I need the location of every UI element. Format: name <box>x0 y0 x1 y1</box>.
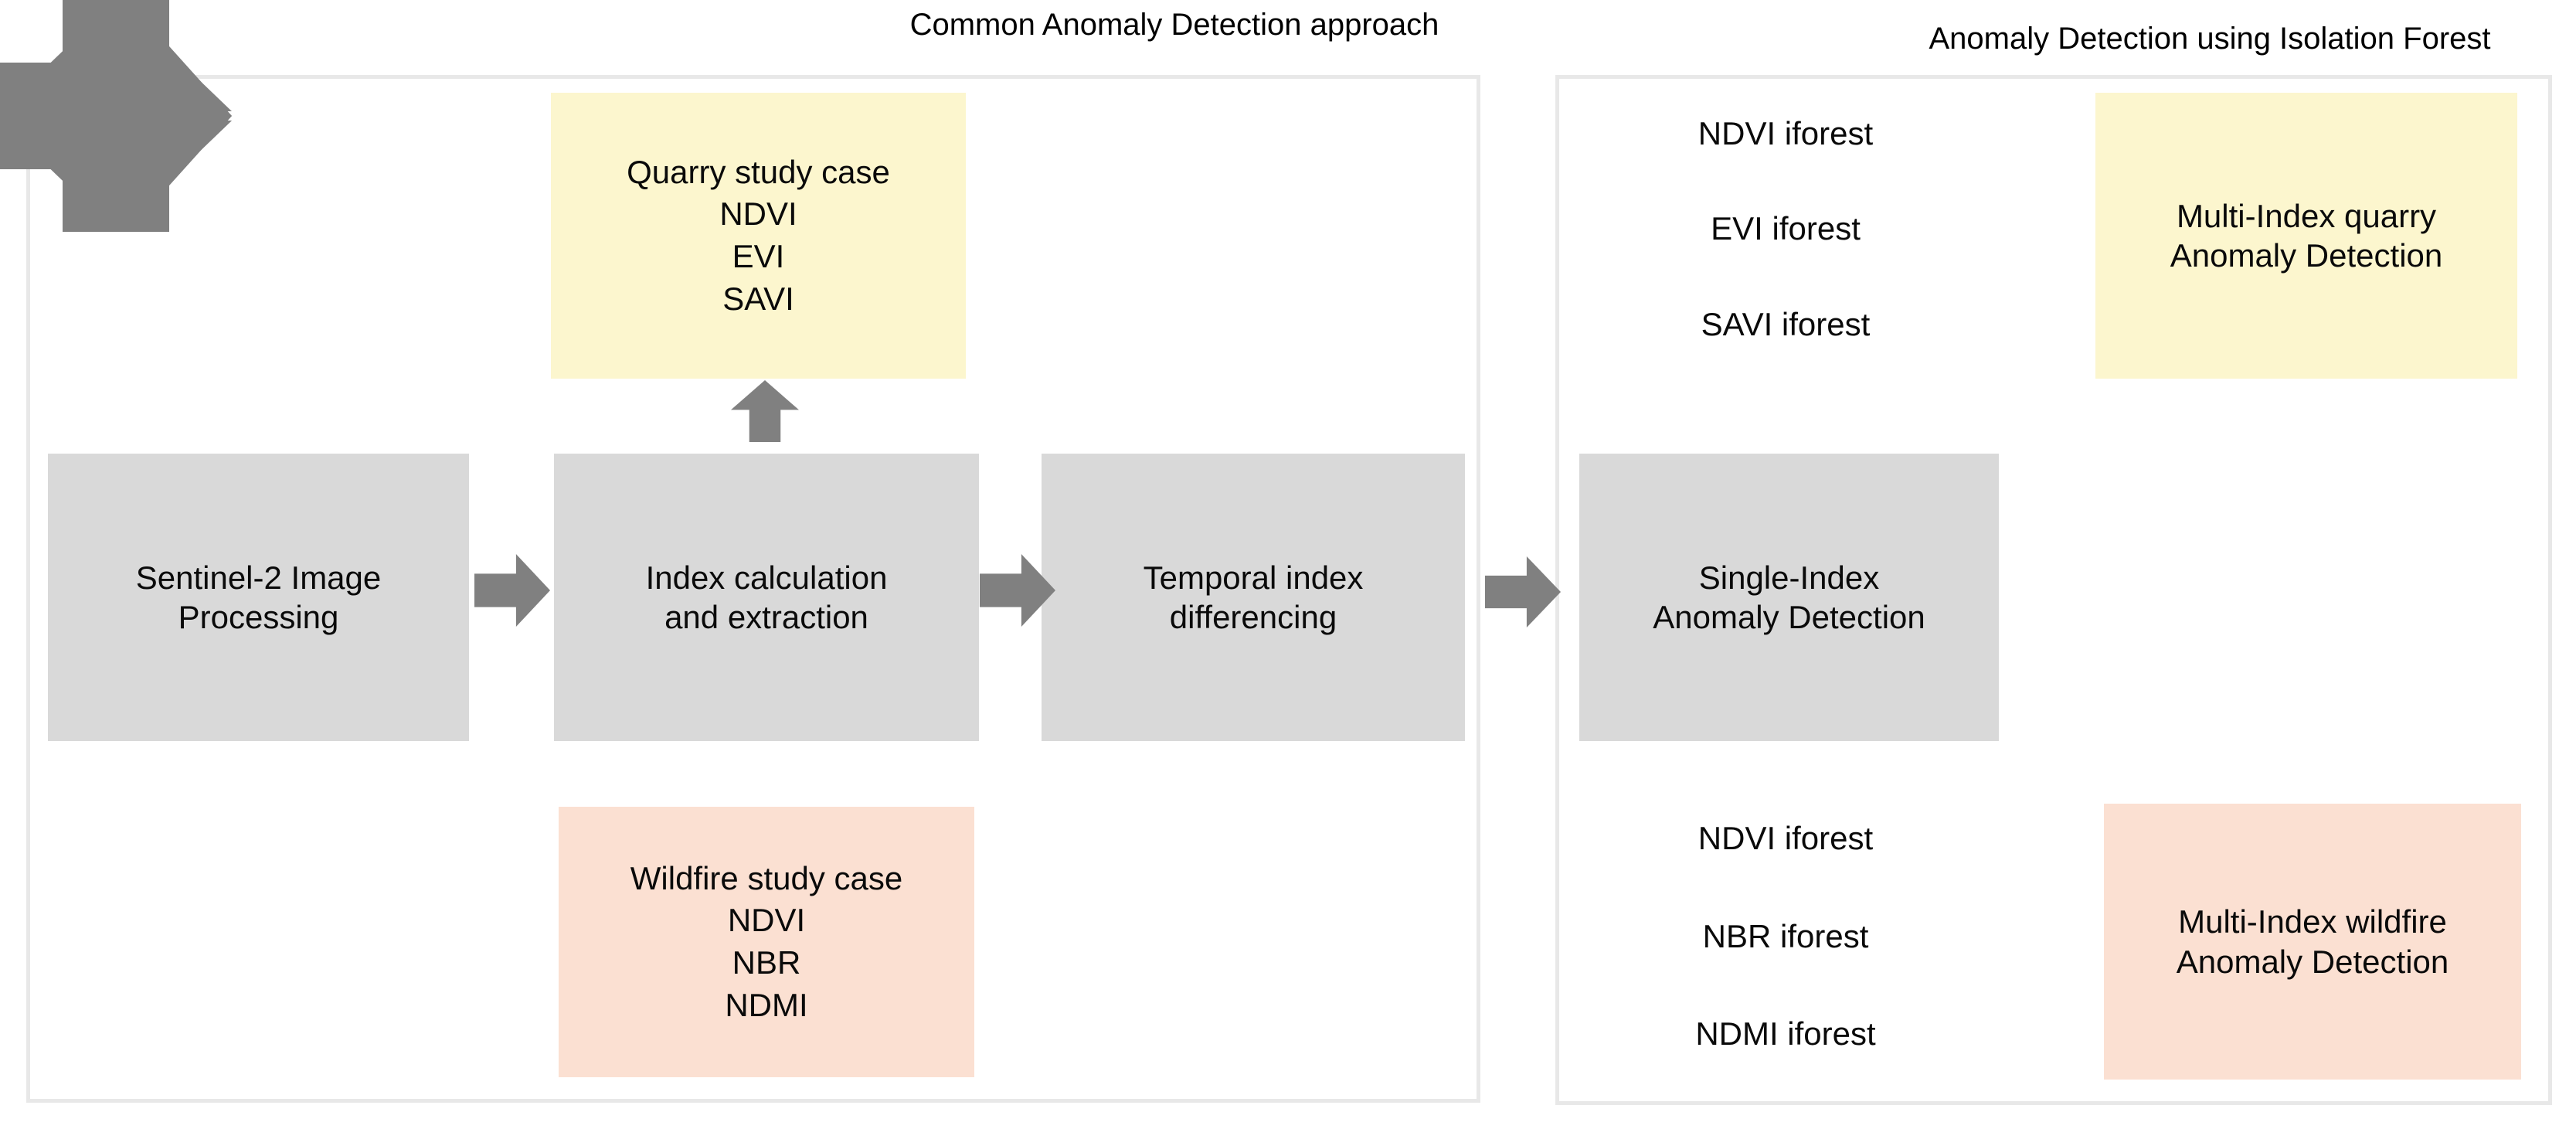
node-quarry-study-case[interactable]: Quarry study case NDVI EVI SAVI <box>551 93 966 379</box>
node-line: Wildfire study case <box>630 859 903 896</box>
node-temporal-index-differencing[interactable]: Temporal index differencing <box>1042 454 1465 741</box>
node-sentinel2-image-processing[interactable]: Sentinel-2 Image Processing <box>48 454 469 741</box>
node-line: Sentinel-2 Image <box>135 559 382 596</box>
node-line: NBR <box>732 944 801 981</box>
node-line: Quarry study case <box>627 153 890 190</box>
arrow-right-icon <box>1485 556 1561 627</box>
node-line: Single-Index <box>1698 559 1880 596</box>
node-evi-iforest-quarry[interactable]: EVI iforest <box>1711 209 1861 247</box>
node-line: Multi-Index wildfire <box>2178 903 2447 940</box>
node-line: Anomaly Detection <box>2176 943 2449 980</box>
node-savi-iforest-quarry[interactable]: SAVI iforest <box>1701 305 1871 342</box>
node-nbr-iforest-wildfire[interactable]: NBR iforest <box>1702 917 1869 954</box>
right-panel-title: Anomaly Detection using Isolation Forest <box>1929 22 2491 56</box>
left-panel-title: Common Anomaly Detection approach <box>909 8 1439 42</box>
node-line: Anomaly Detection <box>2170 237 2443 274</box>
node-ndmi-iforest-wildfire[interactable]: NDMI iforest <box>1695 1015 1876 1052</box>
arrow-right-icon <box>0 0 232 232</box>
node-line: and extraction <box>664 599 868 635</box>
node-index-calculation-and-extraction[interactable]: Index calculation and extraction <box>554 454 979 741</box>
node-line: Multi-Index quarry <box>2176 197 2437 234</box>
arrow-right-icon <box>474 554 550 627</box>
node-wildfire-study-case[interactable]: Wildfire study case NDVI NBR NDMI <box>559 807 974 1077</box>
node-line: SAVI <box>722 280 794 317</box>
node-line: differencing <box>1169 599 1337 635</box>
node-ndvi-iforest-quarry[interactable]: NDVI iforest <box>1698 114 1874 151</box>
node-multi-index-wildfire-anomaly-detection[interactable]: Multi-Index wildfire Anomaly Detection <box>2104 804 2521 1080</box>
node-multi-index-quarry-anomaly-detection[interactable]: Multi-Index quarry Anomaly Detection <box>2095 93 2517 379</box>
arrow-right-icon <box>980 554 1055 627</box>
node-line: NDMI <box>725 986 808 1023</box>
arrow-up-icon <box>731 380 799 442</box>
node-line: NDVI <box>727 902 806 939</box>
node-line: Index calculation <box>645 559 888 596</box>
node-line: Anomaly Detection <box>1653 599 1925 635</box>
node-line: NDVI <box>719 196 797 233</box>
node-line: Processing <box>178 599 339 635</box>
node-ndvi-iforest-wildfire[interactable]: NDVI iforest <box>1698 819 1874 856</box>
node-single-index-anomaly-detection[interactable]: Single-Index Anomaly Detection <box>1579 454 1999 741</box>
node-line: EVI <box>732 238 785 274</box>
node-line: Temporal index <box>1143 559 1364 596</box>
